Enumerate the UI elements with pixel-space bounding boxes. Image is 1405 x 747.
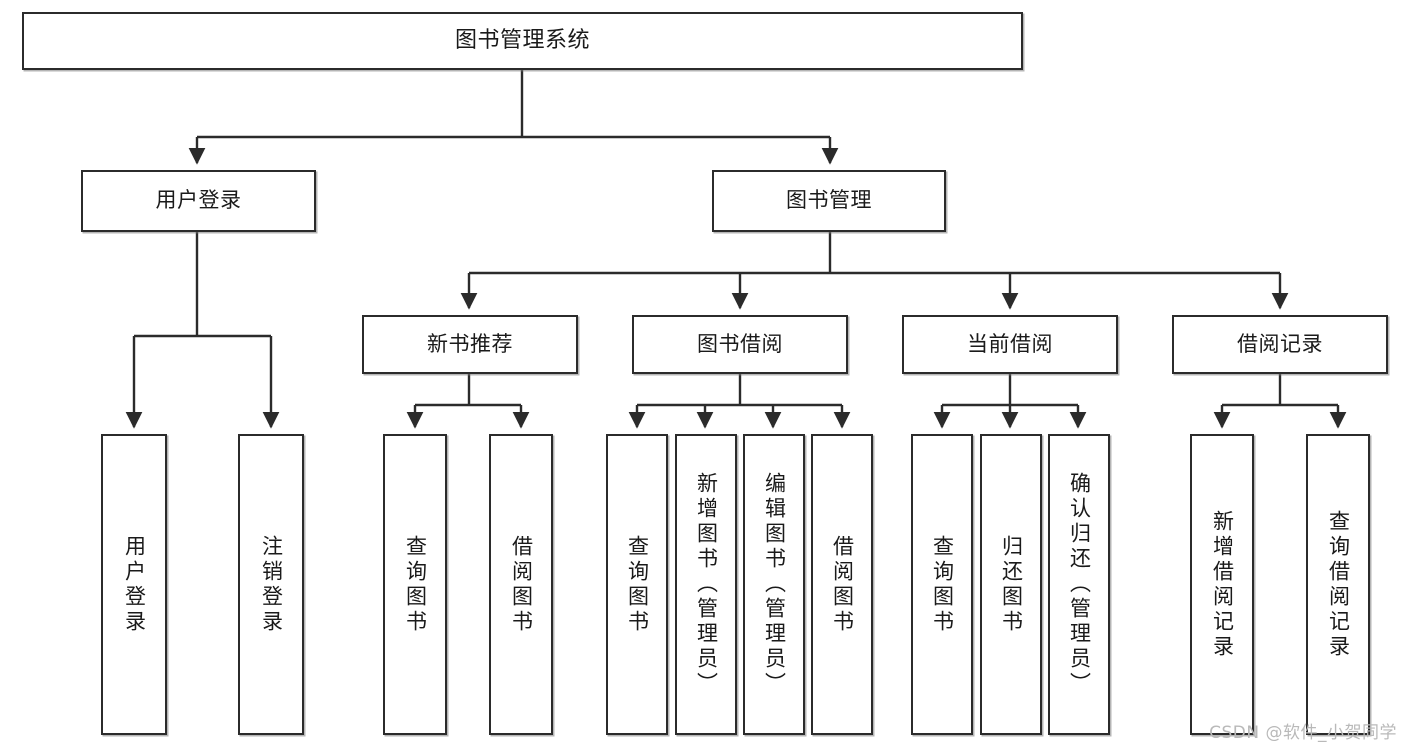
node-leaf-user-logout-label: 注销登录: [259, 534, 284, 635]
node-leaf-borrow-book-1[interactable]: 借阅图书: [489, 434, 553, 735]
node-borrow-record-label: 借阅记录: [1237, 331, 1323, 356]
node-leaf-return-book-label: 归还图书: [999, 534, 1024, 635]
csdn-watermark: CSDN @软件_小贺同学: [1209, 723, 1397, 743]
node-book-borrow[interactable]: 图书借阅: [632, 315, 848, 374]
node-leaf-query-book-3-label: 查询图书: [930, 534, 955, 635]
node-leaf-return-book[interactable]: 归还图书: [980, 434, 1042, 735]
node-current-borrow[interactable]: 当前借阅: [902, 315, 1118, 374]
node-leaf-confirm-return[interactable]: 确认归还（管理员）: [1048, 434, 1110, 735]
node-new-book-recommend-label: 新书推荐: [427, 331, 513, 356]
node-user-login[interactable]: 用户登录: [81, 170, 316, 232]
node-leaf-add-record-label: 新增借阅记录: [1210, 509, 1235, 660]
node-leaf-query-book-1[interactable]: 查询图书: [383, 434, 447, 735]
node-leaf-add-book[interactable]: 新增图书（管理员）: [675, 434, 737, 735]
node-leaf-borrow-book-2[interactable]: 借阅图书: [811, 434, 873, 735]
node-leaf-query-record-label: 查询借阅记录: [1326, 509, 1351, 660]
node-book-manage-label: 图书管理: [786, 188, 872, 213]
node-root-label: 图书管理系统: [454, 27, 590, 53]
node-leaf-borrow-book-2-label: 借阅图书: [830, 534, 855, 635]
node-new-book-recommend[interactable]: 新书推荐: [362, 315, 578, 374]
node-leaf-add-record[interactable]: 新增借阅记录: [1190, 434, 1254, 735]
node-leaf-edit-book[interactable]: 编辑图书（管理员）: [743, 434, 805, 735]
node-current-borrow-label: 当前借阅: [967, 331, 1053, 356]
node-leaf-borrow-book-1-label: 借阅图书: [509, 534, 534, 635]
node-leaf-user-login-label: 用户登录: [122, 534, 147, 635]
node-leaf-add-book-label: 新增图书（管理员）: [694, 472, 719, 697]
node-leaf-query-record[interactable]: 查询借阅记录: [1306, 434, 1370, 735]
node-leaf-user-logout[interactable]: 注销登录: [238, 434, 304, 735]
node-leaf-query-book-1-label: 查询图书: [403, 534, 428, 635]
node-borrow-record[interactable]: 借阅记录: [1172, 315, 1388, 374]
node-leaf-query-book-3[interactable]: 查询图书: [911, 434, 973, 735]
node-book-manage[interactable]: 图书管理: [712, 170, 946, 232]
node-leaf-confirm-return-label: 确认归还（管理员）: [1067, 472, 1092, 697]
node-book-borrow-label: 图书借阅: [697, 331, 783, 356]
node-leaf-user-login[interactable]: 用户登录: [101, 434, 167, 735]
node-leaf-query-book-2[interactable]: 查询图书: [606, 434, 668, 735]
node-leaf-query-book-2-label: 查询图书: [625, 534, 650, 635]
node-root[interactable]: 图书管理系统: [22, 12, 1023, 70]
node-user-login-label: 用户登录: [155, 188, 242, 213]
node-leaf-edit-book-label: 编辑图书（管理员）: [762, 472, 787, 697]
